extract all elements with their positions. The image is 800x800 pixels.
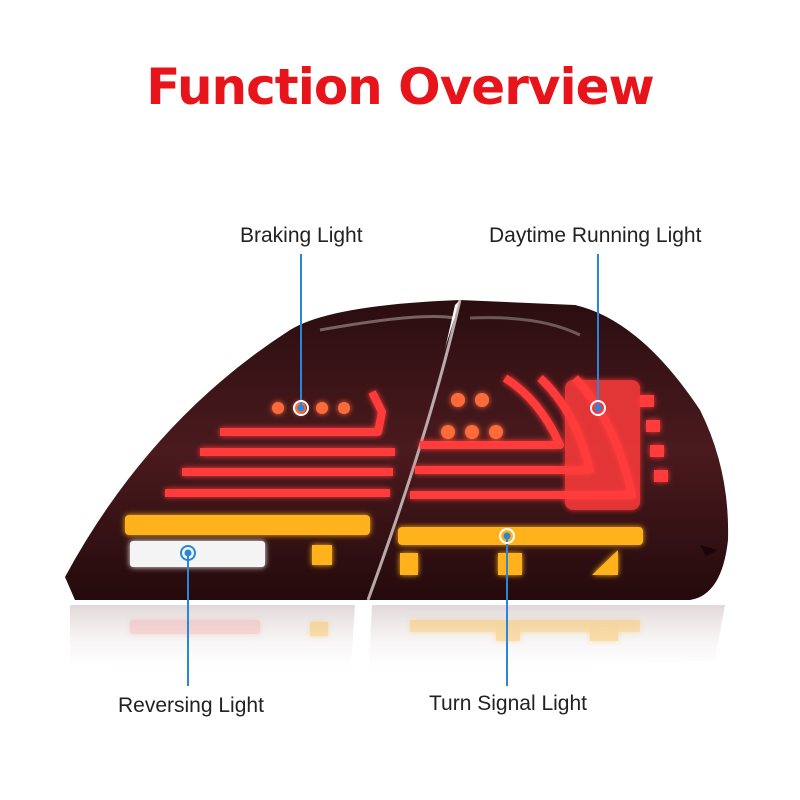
floor-reflection-right	[368, 605, 725, 680]
reversing-white-led	[130, 541, 265, 567]
brake-led	[465, 425, 479, 439]
right-lamp-housing	[365, 300, 729, 600]
right-amber-marker-3	[592, 550, 618, 575]
callout-label-reversing: Reversing Light	[118, 694, 264, 717]
brake-led	[338, 402, 350, 414]
callout-dot-reversing	[180, 545, 196, 561]
callout-dot-turn	[499, 528, 515, 544]
right-amber-marker-1	[400, 553, 418, 575]
brake-led	[475, 393, 489, 407]
left-amber-strip	[125, 515, 370, 535]
callout-label-braking: Braking Light	[240, 224, 363, 247]
lamp-seam	[366, 299, 462, 601]
brake-led	[272, 402, 284, 414]
callout-label-turn-signal: Turn Signal Light	[429, 692, 587, 715]
brake-led	[451, 393, 465, 407]
floor-reflection	[70, 605, 355, 680]
right-red-panel	[565, 380, 640, 510]
page-title: Function Overview	[146, 58, 654, 116]
left-amber-marker	[312, 545, 332, 565]
right-amber-marker-2	[498, 553, 522, 575]
brake-led	[316, 402, 328, 414]
callout-label-daytime: Daytime Running Light	[489, 224, 702, 247]
right-red-bar-1	[420, 374, 564, 449]
callout-dot-daytime	[590, 400, 606, 416]
brake-led	[441, 425, 455, 439]
brake-led	[489, 425, 503, 439]
callout-dot-braking	[293, 400, 309, 416]
left-red-bar-1	[220, 390, 386, 436]
right-amber-strip	[398, 527, 643, 545]
